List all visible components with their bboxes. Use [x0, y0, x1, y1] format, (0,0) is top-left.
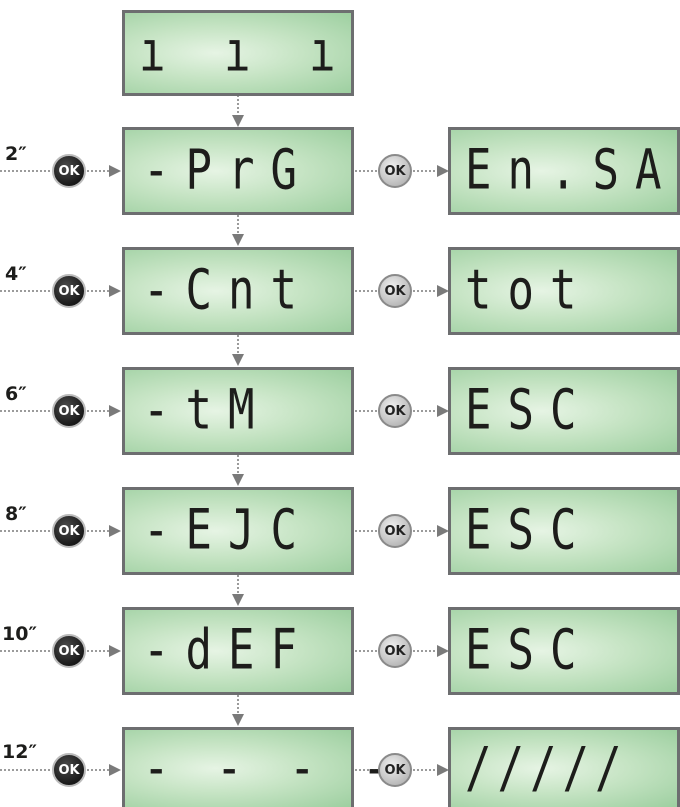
lcd-text: -EJC [143, 498, 313, 563]
ok-button[interactable]: OK [378, 514, 412, 548]
time-label: 6″ [5, 383, 27, 405]
ok-button[interactable]: OK [52, 634, 86, 668]
lcd-display-menu: -dEF [122, 607, 354, 695]
lcd-display-result: tot [448, 247, 680, 335]
lcd-display-menu: -tM [122, 367, 354, 455]
lcd-text: tot [465, 258, 593, 323]
time-label: 10″ [2, 623, 37, 645]
ok-button[interactable]: OK [52, 753, 86, 787]
ok-button[interactable]: OK [52, 274, 86, 308]
lcd-text: - - - - [143, 736, 399, 800]
lcd-display-top: ı ı ı [122, 10, 354, 96]
lcd-text: ESC [465, 498, 593, 563]
lcd-display-menu: -PrG [122, 127, 354, 215]
lcd-display-result: ESC [448, 487, 680, 575]
ok-button[interactable]: OK [378, 274, 412, 308]
lcd-text: ESC [465, 618, 593, 683]
lcd-display-menu: - - - - [122, 727, 388, 807]
lcd-display-result: ESC [448, 367, 680, 455]
lcd-display-result: En.SA [448, 127, 680, 215]
lcd-display-menu: -Cnt [122, 247, 354, 335]
lcd-text: ///// [465, 736, 628, 800]
time-label: 8″ [5, 503, 27, 525]
time-label: 4″ [5, 263, 27, 285]
ok-button[interactable]: OK [378, 394, 412, 428]
time-label: 2″ [5, 143, 27, 165]
lcd-display-menu: -EJC [122, 487, 354, 575]
lcd-text: ESC [465, 378, 593, 443]
time-label: 12″ [2, 741, 37, 763]
ok-button[interactable]: OK [378, 634, 412, 668]
lcd-text: En.SA [465, 138, 678, 203]
ok-button[interactable]: OK [52, 514, 86, 548]
lcd-display-result: ///// [448, 727, 680, 807]
lcd-text: ı ı ı [139, 20, 352, 85]
lcd-text: -Cnt [143, 258, 313, 323]
ok-button[interactable]: OK [52, 394, 86, 428]
ok-button[interactable]: OK [52, 154, 86, 188]
lcd-text: -dEF [143, 618, 313, 683]
lcd-text: -PrG [143, 138, 313, 203]
ok-button[interactable]: OK [378, 753, 412, 787]
lcd-display-result: ESC [448, 607, 680, 695]
ok-button[interactable]: OK [378, 154, 412, 188]
lcd-text: -tM [143, 378, 271, 443]
